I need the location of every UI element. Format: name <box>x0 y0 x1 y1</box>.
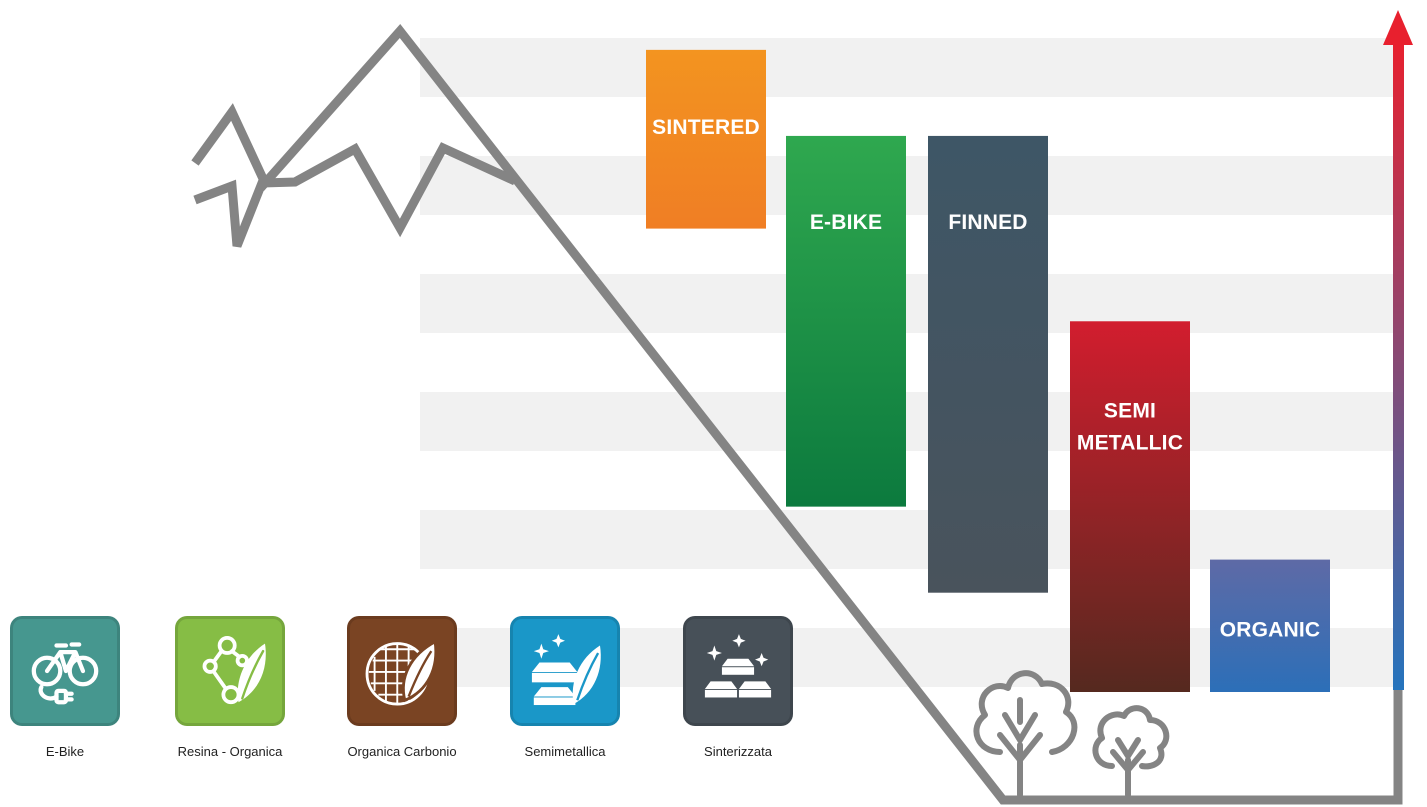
bar-rect <box>928 135 1048 593</box>
stripe <box>420 392 1395 451</box>
bar-rect <box>786 135 906 507</box>
stripe <box>420 97 1395 156</box>
bar-label: METALLIC <box>1077 431 1183 454</box>
bar-label: FINNED <box>948 211 1027 234</box>
bar-label: E-BIKE <box>810 211 882 234</box>
stripe <box>420 274 1395 333</box>
pad-type-bars: SINTERED E-BIKE FINNED SEMI METALLIC ORGANIC <box>646 49 1330 692</box>
bar-organic: ORGANIC <box>1210 559 1330 692</box>
icon-caption-resina-organica: Resina - Organica <box>177 744 283 759</box>
bar-label: SINTERED <box>652 116 760 139</box>
bar-label: ORGANIC <box>1220 619 1321 642</box>
molecule-leaf-icon <box>175 616 285 726</box>
bar-finned: FINNED <box>928 135 1048 593</box>
icon-caption-organica-carbonio: Organica Carbonio <box>347 744 457 759</box>
trees-icon <box>973 670 1170 798</box>
bar-rect <box>1210 559 1330 692</box>
stripe <box>420 451 1395 510</box>
icon-caption-sinterizzata: Sinterizzata <box>704 744 772 759</box>
bicycle-plug-icon <box>10 616 120 726</box>
icon-caption-semimetallica: Semimetallica <box>524 744 606 759</box>
stripe <box>420 156 1395 215</box>
bar-sintered: SINTERED <box>646 49 766 229</box>
stripe <box>420 510 1395 569</box>
ingots-sparkle-icon <box>683 616 793 726</box>
stripe <box>420 38 1395 97</box>
bar-semi-metallic: SEMI METALLIC <box>1070 321 1190 692</box>
bar-label: SEMI <box>1104 399 1156 422</box>
bar-e-bike: E-BIKE <box>786 135 906 507</box>
background-stripes <box>420 38 1395 687</box>
intensity-arrow <box>1383 10 1413 690</box>
bar-rect <box>646 49 766 229</box>
ingot-leaf-icon <box>510 616 620 726</box>
bar-rect <box>1070 321 1190 692</box>
mountain-slope-icon <box>191 23 1403 805</box>
carbon-leaf-icon <box>347 616 457 726</box>
stripe <box>420 333 1395 392</box>
icon-caption-ebike: E-Bike <box>45 744 85 759</box>
